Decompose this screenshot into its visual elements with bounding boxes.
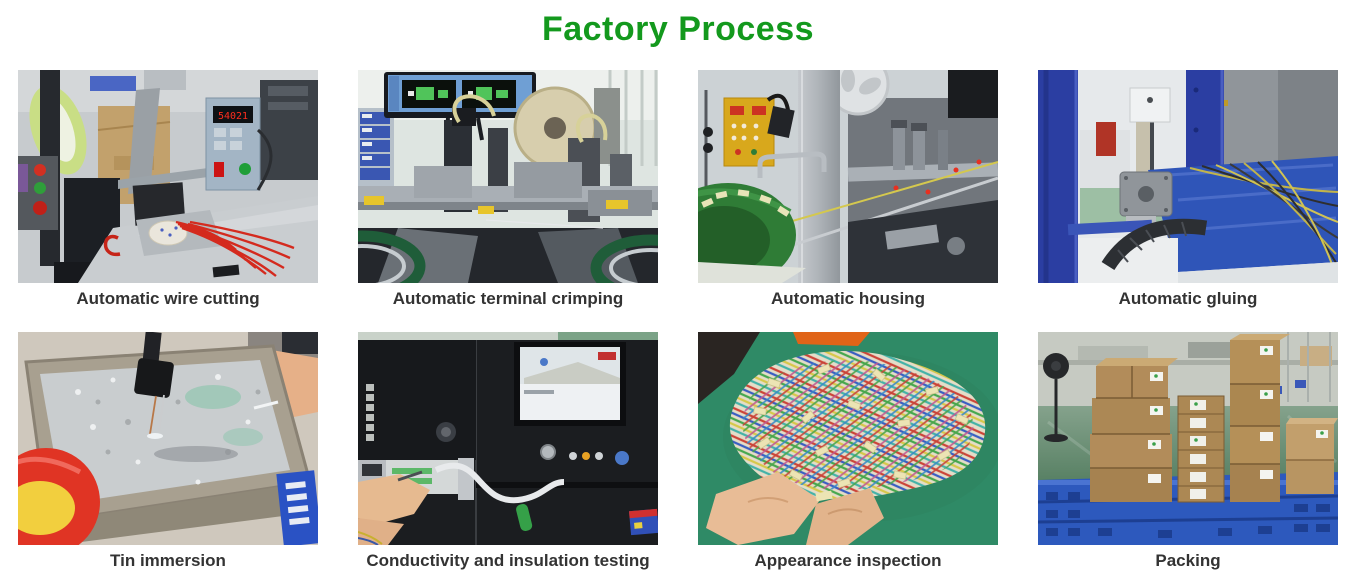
connectors: [753, 363, 970, 489]
step-caption-packing: Packing: [1155, 551, 1221, 570]
step-caption-gluing: Automatic gluing: [1118, 289, 1258, 308]
appearance-inspection-photo: [698, 332, 998, 545]
automatic-housing-photo: [698, 70, 998, 283]
stepper-motor: [1119, 171, 1173, 217]
process-step-wire-cutting: 54021: [18, 70, 318, 309]
wire-bundle: [1189, 160, 1338, 279]
inspector-hands: [706, 472, 884, 545]
photo-automatic-terminal-crimping: [358, 70, 658, 283]
led-counter-value: 54021: [218, 111, 248, 122]
photo-tin-immersion: [18, 332, 318, 545]
step-caption-terminal-crimping: Automatic terminal crimping: [392, 289, 624, 308]
photo-appearance-inspection: [698, 332, 998, 545]
packing-photo: [1038, 332, 1338, 545]
bowl-feeders: [358, 230, 658, 283]
step-caption-inspection: Appearance inspection: [754, 551, 942, 570]
step-caption-wire-cutting: Automatic wire cutting: [76, 289, 260, 308]
automatic-terminal-crimping-photo: [358, 70, 658, 283]
page-title: Factory Process: [541, 10, 815, 48]
photo-automatic-wire-cutting: 54021: [18, 70, 318, 283]
flux-bowl: [18, 448, 100, 545]
process-step-inspection: Appearance inspection: [698, 332, 998, 571]
tester-screen: [514, 342, 626, 426]
process-step-packing: Packing: [1038, 332, 1338, 571]
photo-automatic-housing: [698, 70, 998, 283]
process-step-terminal-crimping: Automatic terminal crimping: [358, 70, 658, 309]
machine-name-label: [366, 384, 374, 441]
process-step-tin-immersion: Tin immersion: [18, 332, 318, 571]
step-caption-housing: Automatic housing: [771, 289, 925, 308]
label-sticker: [276, 470, 318, 545]
step-caption-testing: Conductivity and insulation testing: [366, 551, 650, 570]
floor-fan: [1043, 353, 1069, 442]
green-bowl-feeder: [698, 183, 796, 283]
inspector-hair: [698, 332, 760, 404]
connector-being-dipped: [134, 332, 174, 439]
automatic-wire-cutting-photo: 54021: [18, 70, 318, 283]
process-step-testing: Conductivity and insulation testing: [358, 332, 658, 571]
tin-immersion-photo: [18, 332, 318, 545]
photo-packing: [1038, 332, 1338, 545]
process-row-2: Tin immersion: [18, 332, 1338, 571]
photo-automatic-gluing: [1038, 70, 1338, 283]
conductivity-testing-photo: [358, 332, 658, 545]
carton-boxes: [1090, 334, 1338, 503]
process-row-1: 54021: [18, 70, 1338, 309]
photo-conductivity-testing: [358, 332, 658, 545]
process-step-gluing: Automatic gluing: [1038, 70, 1338, 309]
control-knobs: [540, 444, 629, 465]
red-wires: [175, 220, 295, 277]
process-grid: 54021: [0, 61, 1356, 571]
ribbon-cable: [434, 462, 565, 504]
led-counter-box: 54021: [205, 97, 261, 191]
vision-monitor: [384, 72, 536, 141]
machine-handle: [757, 151, 827, 178]
sticker: [629, 508, 658, 536]
process-step-housing: Automatic housing: [698, 70, 998, 309]
operator-hand: [358, 470, 430, 545]
automatic-gluing-photo: [1038, 70, 1338, 283]
step-caption-tin-immersion: Tin immersion: [110, 551, 226, 570]
